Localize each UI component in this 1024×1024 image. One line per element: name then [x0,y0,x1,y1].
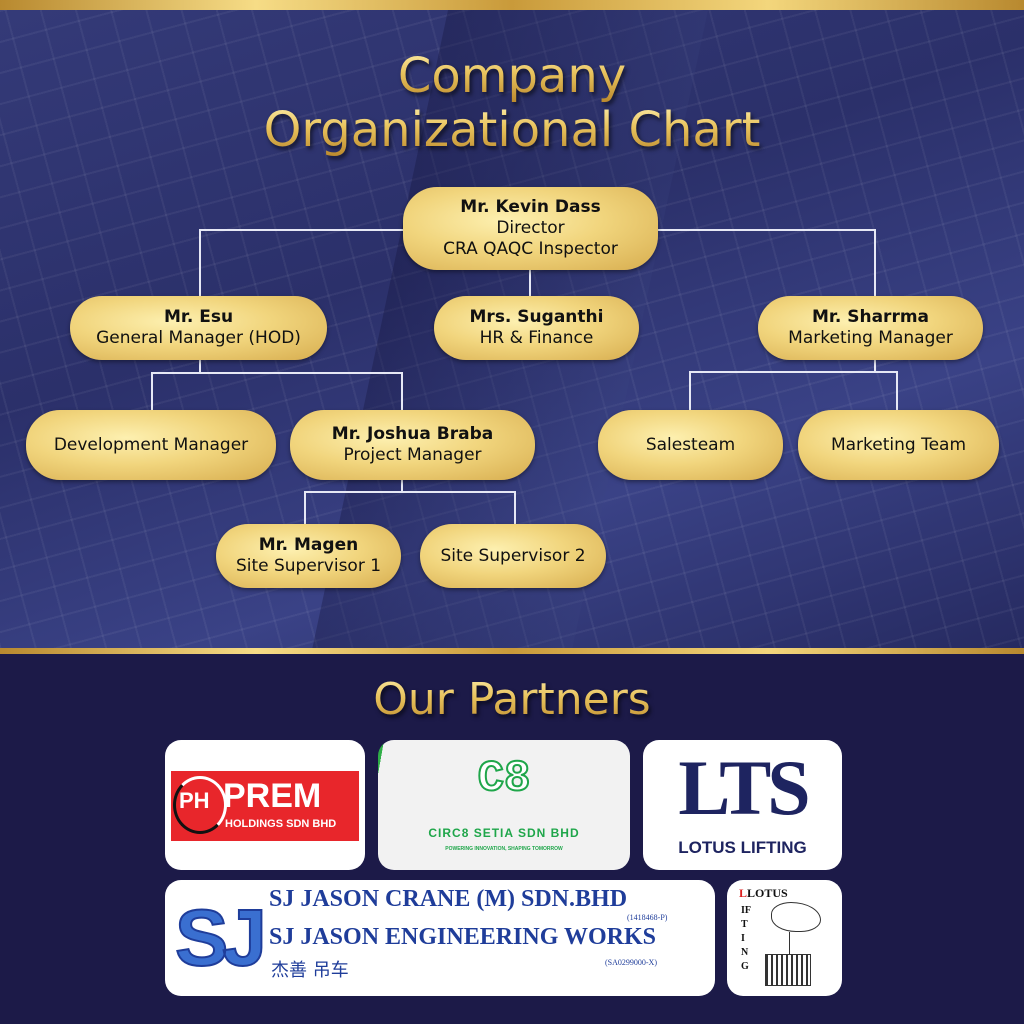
director-name: Mr. Kevin Dass [460,197,601,217]
partners-title: Our Partners [0,672,1024,728]
prem-mark: PH [179,788,210,813]
hr-role: HR & Finance [479,328,594,348]
node-site-supervisor-2: Site Supervisor 2 [420,524,606,588]
title-line-2: Organizational Chart [0,102,1024,158]
lts-mark: LTS [678,744,810,831]
node-hr-finance: Mrs. Suganthi HR & Finance [434,296,639,360]
ss1-role: Site Supervisor 1 [235,556,382,576]
title-line-1: Company [0,48,1024,104]
org-connectors [151,229,898,524]
node-project-manager: Mr. Joshua Braba Project Manager [290,410,535,480]
dev-role: Development Manager [53,434,249,455]
lotus2-vertical: IFTING [741,905,751,972]
partner-logo-prem: PH PREM HOLDINGS SDN BHD [165,740,365,870]
partner-logo-lotus-lifting-2: LLOTUS IFTING [727,880,842,996]
node-development-manager: Development Manager [26,410,276,480]
circ8-mark: C8 [477,753,532,805]
hr-name: Mrs. Suganthi [469,307,604,327]
circ8-name: CIRC8 SETIA SDN BHD [428,826,580,840]
sj-chinese: 杰善 吊车 [271,960,349,981]
ss2-role: Site Supervisor 2 [440,545,586,566]
sj-reg1: (1418468-P) [627,913,668,922]
prem-sub: HOLDINGS SDN BHD [225,818,337,830]
circ8-tagline: POWERING INNOVATION, SHAPING TOMORROW [445,846,563,852]
node-marketing-team: Marketing Team [798,410,999,480]
lotus2-top: LOTUS [747,886,788,900]
lts-name: LOTUS LIFTING [678,838,807,857]
marketing-name: Mr. Sharrma [811,307,930,327]
partner-logo-circ8: C8 CIRC8 SETIA SDN BHD POWERING INNOVATI… [378,740,630,870]
top-gold-bar [0,0,1024,10]
mteam-role: Marketing Team [830,434,967,455]
sj-line2: SJ JASON ENGINEERING WORKS [269,924,656,950]
node-site-supervisor-1: Mr. Magen Site Supervisor 1 [216,524,401,588]
marketing-role: Marketing Manager [788,328,953,348]
container-icon [765,954,811,986]
partner-logo-sj-jason: SJ SJ JASON CRANE (M) SDN.BHD (1418468-P… [165,880,715,996]
sj-line1: SJ JASON CRANE (M) SDN.BHD [269,886,628,912]
prem-name: PREM [223,777,322,815]
node-director: Mr. Kevin Dass Director CRA QAQC Inspect… [403,187,658,270]
section-divider [0,648,1024,654]
node-general-manager: Mr. Esu General Manager (HOD) [70,296,327,360]
node-salesteam: Salesteam [598,410,783,480]
sales-role: Salesteam [645,434,736,455]
partner-logo-lotus-lifting: LTS LOTUS LIFTING [643,740,842,870]
node-marketing-manager: Mr. Sharrma Marketing Manager [758,296,983,360]
pm-name: Mr. Joshua Braba [331,424,494,444]
sj-mark: SJ [174,892,268,983]
sj-reg2: (SA0299000-X) [605,958,657,967]
ss1-name: Mr. Magen [258,535,359,555]
gm-name: Mr. Esu [163,307,234,327]
director-role-2: CRA QAQC Inspector [443,239,618,259]
director-role: Director [496,218,565,238]
pm-role: Project Manager [343,445,482,465]
hand-icon [771,902,821,932]
lotus2-first-letter: L [739,886,748,900]
gm-role: General Manager (HOD) [96,328,301,348]
